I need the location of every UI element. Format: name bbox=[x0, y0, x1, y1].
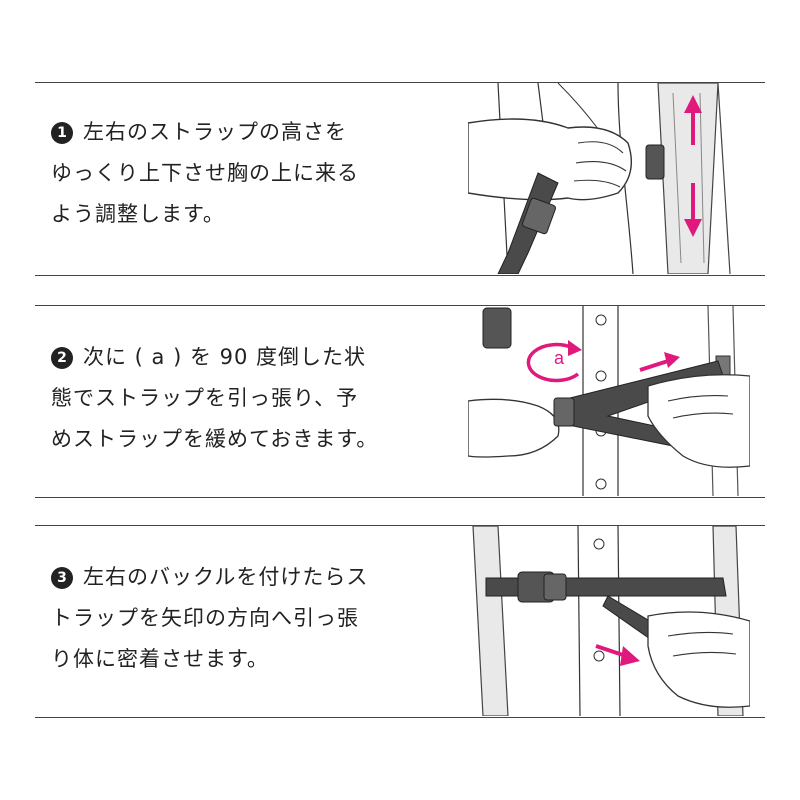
divider-3 bbox=[35, 497, 765, 498]
divider-1 bbox=[35, 275, 765, 276]
illustration-label-a: a bbox=[554, 348, 565, 368]
step-2-illustration: a bbox=[468, 306, 750, 496]
step-3-illustration bbox=[472, 526, 750, 716]
divider-4 bbox=[35, 525, 765, 526]
step-number-badge: 3 bbox=[51, 567, 73, 589]
step-2-line-3: めストラップを緩めておきます。 bbox=[51, 427, 379, 451]
step-1-line-3: よう調整します。 bbox=[51, 202, 225, 226]
step-3-line-2: トラップを矢印の方向へ引っ張 bbox=[51, 606, 359, 630]
step-2-line-2: 態でストラップを引っ張り、予 bbox=[51, 386, 359, 410]
step-1-illustration bbox=[468, 83, 731, 274]
divider-2 bbox=[35, 305, 765, 306]
step-number-badge: 2 bbox=[51, 347, 73, 369]
step-3-line-3: り体に密着させます。 bbox=[51, 647, 269, 671]
divider-top bbox=[35, 82, 765, 83]
step-1-line-2: ゆっくり上下させ胸の上に来る bbox=[51, 161, 359, 185]
divider-bottom bbox=[35, 717, 765, 718]
step-number-badge: 1 bbox=[51, 122, 73, 144]
